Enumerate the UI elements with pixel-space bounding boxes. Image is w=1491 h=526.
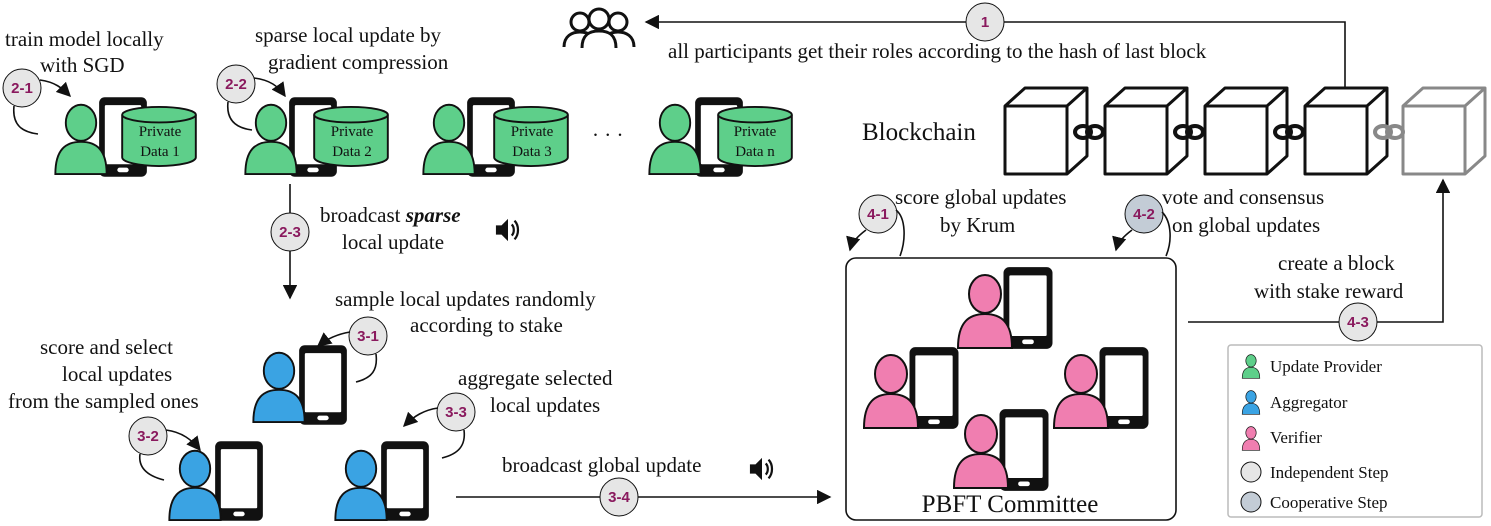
svg-text:Private: Private bbox=[331, 124, 374, 140]
tail-3-2 bbox=[139, 453, 165, 481]
step-3-3-badge: 3-3 bbox=[436, 392, 476, 432]
provider-3: Private Data 3 bbox=[422, 97, 569, 177]
pbft-committee-box bbox=[845, 257, 1177, 521]
arrow-4-1 bbox=[846, 229, 867, 252]
step-3-1-badge: 3-1 bbox=[348, 316, 388, 356]
step-2-3-badge: 2-3 bbox=[270, 212, 310, 252]
aggregator-top bbox=[252, 345, 347, 425]
arrow-3-1 bbox=[316, 331, 351, 347]
broadcast-sparse-text-2: local update bbox=[342, 230, 444, 254]
step-4-2-badge: 4-2 bbox=[1124, 194, 1164, 234]
step-4-3-badge: 4-3 bbox=[1338, 302, 1378, 342]
arrow-2-1 bbox=[39, 79, 72, 98]
svg-text:Independent Step: Independent Step bbox=[1270, 463, 1389, 482]
pbft-label: PBFT Committee bbox=[922, 491, 1099, 518]
tail-4-2 bbox=[1161, 211, 1171, 257]
aggregate-text-1: aggregate selected bbox=[458, 366, 613, 390]
create-text-1: create a block bbox=[1278, 251, 1395, 275]
provider-2: Private Data 2 bbox=[244, 97, 389, 177]
arrow-3-2 bbox=[165, 429, 201, 452]
step-2-2-badge: 2-2 bbox=[216, 64, 256, 104]
step-3-4-badge: 3-4 bbox=[599, 477, 639, 517]
tail-2-2 bbox=[227, 101, 253, 131]
step-1-badge: 1 bbox=[965, 2, 1005, 42]
aggregator-bottom-left bbox=[168, 441, 263, 522]
score-global-text-1: score global updates bbox=[895, 185, 1066, 209]
chain-links bbox=[1073, 124, 1405, 140]
broadcast-sparse-text: broadcast sparse bbox=[320, 203, 461, 227]
legend-verifier: Verifier bbox=[1241, 426, 1322, 451]
legend-independent: Independent Step bbox=[1240, 461, 1389, 483]
svg-text:Data n: Data n bbox=[735, 144, 775, 160]
svg-text:4-2: 4-2 bbox=[1133, 206, 1155, 223]
legend-aggregator: Aggregator bbox=[1241, 390, 1348, 415]
legend-box bbox=[1227, 344, 1483, 518]
speaker-icon-2 bbox=[748, 456, 774, 482]
score-select-text-3: from the sampled ones bbox=[8, 389, 199, 413]
svg-text:3-3: 3-3 bbox=[445, 404, 467, 421]
step-4-1-badge: 4-1 bbox=[858, 194, 898, 234]
svg-text:1: 1 bbox=[981, 14, 989, 31]
tail-4-1 bbox=[895, 209, 905, 257]
ellipsis: · · · bbox=[592, 123, 623, 147]
svg-text:2-1: 2-1 bbox=[11, 80, 33, 97]
sample-text-2: according to stake bbox=[410, 313, 563, 337]
legend-cooperative: Cooperative Step bbox=[1240, 491, 1388, 513]
tail-3-1 bbox=[355, 353, 378, 383]
blockchain-label: Blockchain bbox=[862, 119, 976, 146]
participants-icon bbox=[562, 7, 636, 49]
svg-text:3-2: 3-2 bbox=[137, 428, 159, 445]
svg-text:4-3: 4-3 bbox=[1347, 314, 1369, 331]
sparse-text-2: gradient compression bbox=[268, 50, 449, 74]
provider-n: Private Data n bbox=[648, 97, 793, 177]
arrow-4-3 bbox=[1188, 178, 1451, 323]
aggregate-text-2: local updates bbox=[490, 393, 600, 417]
provider-1: Private Data 1 bbox=[54, 97, 197, 177]
arrow-roles bbox=[644, 14, 1346, 88]
broadcast-global-text: broadcast global update bbox=[502, 453, 701, 477]
score-select-text-2: local updates bbox=[62, 362, 172, 386]
svg-text:Cooperative Step: Cooperative Step bbox=[1270, 493, 1388, 512]
vote-text-2: on global updates bbox=[1172, 213, 1320, 237]
tail-3-3 bbox=[441, 429, 466, 459]
svg-text:Data 1: Data 1 bbox=[140, 144, 180, 160]
speaker-icon bbox=[494, 217, 520, 243]
step-2-1-badge: 2-1 bbox=[2, 68, 42, 108]
svg-text:Private: Private bbox=[511, 124, 554, 140]
svg-text:Private: Private bbox=[139, 124, 182, 140]
svg-text:Data 2: Data 2 bbox=[332, 144, 372, 160]
sparse-text-1: sparse local update by bbox=[255, 23, 442, 47]
tail-2-1 bbox=[13, 105, 39, 135]
vote-text-1: vote and consensus bbox=[1162, 185, 1324, 209]
svg-text:Aggregator: Aggregator bbox=[1270, 393, 1348, 412]
svg-text:Verifier: Verifier bbox=[1270, 428, 1322, 447]
train-text-1: train model locally bbox=[5, 27, 164, 51]
svg-text:2-3: 2-3 bbox=[279, 224, 301, 241]
aggregator-bottom-right bbox=[334, 441, 429, 522]
arrow-2-2 bbox=[253, 77, 286, 98]
arrow-4-2 bbox=[1112, 229, 1133, 252]
svg-text:4-1: 4-1 bbox=[867, 206, 889, 223]
svg-text:3-1: 3-1 bbox=[357, 328, 379, 345]
svg-text:3-4: 3-4 bbox=[608, 489, 630, 506]
score-global-text-2: by Krum bbox=[940, 213, 1015, 237]
train-text-2: with SGD bbox=[40, 53, 125, 77]
create-text-2: with stake reward bbox=[1254, 279, 1404, 303]
roles-text: all participants get their roles accordi… bbox=[668, 39, 1207, 63]
sample-text-1: sample local updates randomly bbox=[335, 287, 596, 311]
svg-text:Private: Private bbox=[734, 124, 777, 140]
step-3-2-badge: 3-2 bbox=[128, 416, 168, 456]
arrow-3-3 bbox=[402, 407, 439, 428]
legend-provider: Update Provider bbox=[1241, 354, 1382, 379]
svg-text:2-2: 2-2 bbox=[225, 76, 247, 93]
svg-text:Update Provider: Update Provider bbox=[1270, 357, 1382, 376]
score-select-text-1: score and select bbox=[40, 335, 173, 359]
svg-text:Data 3: Data 3 bbox=[512, 144, 552, 160]
